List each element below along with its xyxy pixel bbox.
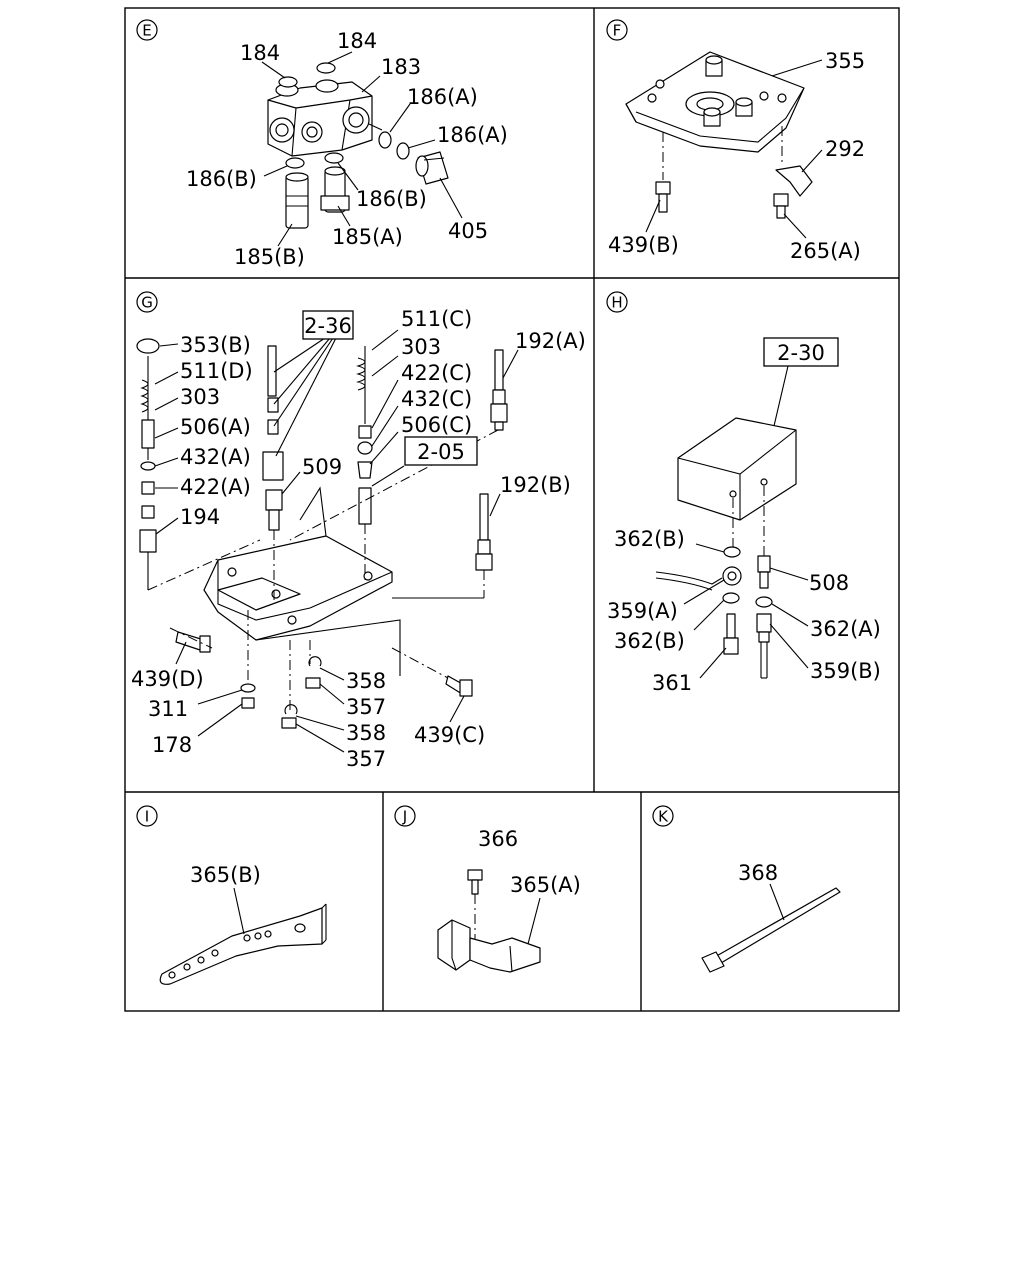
label-183: 183 bbox=[381, 55, 421, 79]
label-511d: 511(D) bbox=[180, 359, 253, 383]
label-362b-upper: 362(B) bbox=[614, 527, 685, 551]
section-e-labels: 184 184 183 186(A) 186(A) 186(B) 186(B) … bbox=[186, 29, 508, 269]
label-362a: 362(A) bbox=[810, 617, 881, 641]
section-h-drawing bbox=[655, 365, 809, 679]
section-j-drawing bbox=[437, 869, 541, 973]
label-184-right: 184 bbox=[337, 29, 377, 53]
label-365b: 365(B) bbox=[190, 863, 261, 887]
section-e-drawing bbox=[261, 51, 463, 247]
label-511c: 511(C) bbox=[401, 307, 472, 331]
label-365a: 365(A) bbox=[510, 873, 581, 897]
label-185b: 185(B) bbox=[234, 245, 305, 269]
label-439c: 439(C) bbox=[414, 723, 485, 747]
ref-2-05: 2-05 bbox=[417, 440, 465, 464]
section-mark-e: E bbox=[136, 19, 158, 41]
label-358-upper: 358 bbox=[346, 669, 386, 693]
section-f-drawing bbox=[625, 51, 823, 239]
label-292: 292 bbox=[825, 137, 865, 161]
label-303-right: 303 bbox=[401, 335, 441, 359]
ref-2-36: 2-36 bbox=[304, 314, 352, 338]
label-432c: 432(C) bbox=[401, 387, 472, 411]
label-405: 405 bbox=[448, 219, 488, 243]
label-422c: 422(C) bbox=[401, 361, 472, 385]
section-k-labels: 368 bbox=[738, 861, 778, 885]
svg-text:H: H bbox=[611, 294, 622, 312]
label-265a: 265(A) bbox=[790, 239, 861, 263]
svg-text:K: K bbox=[658, 808, 669, 826]
section-i-labels: 365(B) bbox=[190, 863, 261, 887]
ref-2-30: 2-30 bbox=[777, 341, 825, 365]
section-g-refs: 2-36 2-05 bbox=[302, 310, 478, 466]
label-186b-left: 186(B) bbox=[186, 167, 257, 191]
label-178: 178 bbox=[152, 733, 192, 757]
label-192a: 192(A) bbox=[515, 329, 586, 353]
label-439d: 439(D) bbox=[131, 667, 204, 691]
section-mark-h: H bbox=[606, 291, 628, 313]
label-368: 368 bbox=[738, 861, 778, 885]
label-359a: 359(A) bbox=[607, 599, 678, 623]
label-362b-lower: 362(B) bbox=[614, 629, 685, 653]
section-j-labels: 366 365(A) bbox=[478, 827, 581, 897]
section-h-refs: 2-30 bbox=[763, 337, 839, 367]
label-186a-lower: 186(A) bbox=[437, 123, 508, 147]
label-185a: 185(A) bbox=[332, 225, 403, 249]
section-mark-f: F bbox=[606, 19, 628, 41]
section-i-drawing bbox=[159, 887, 327, 985]
section-g-drawing bbox=[136, 329, 519, 753]
svg-text:I: I bbox=[145, 808, 149, 826]
section-mark-i: I bbox=[136, 805, 158, 827]
label-359b: 359(B) bbox=[810, 659, 881, 683]
label-357-lower: 357 bbox=[346, 747, 386, 771]
section-f-labels: 355 292 439(B) 265(A) bbox=[608, 49, 865, 263]
svg-text:E: E bbox=[142, 22, 151, 40]
section-mark-j: J bbox=[394, 805, 416, 827]
label-192b: 192(B) bbox=[500, 473, 571, 497]
label-506a: 506(A) bbox=[180, 415, 251, 439]
label-508: 508 bbox=[809, 571, 849, 595]
panel-frames bbox=[124, 7, 900, 1012]
label-361: 361 bbox=[652, 671, 692, 695]
label-311: 311 bbox=[148, 697, 188, 721]
section-mark-g: G bbox=[136, 291, 158, 313]
label-506c: 506(C) bbox=[401, 413, 472, 437]
label-353b: 353(B) bbox=[180, 333, 251, 357]
svg-text:G: G bbox=[141, 294, 153, 312]
label-358-lower: 358 bbox=[346, 721, 386, 745]
label-439b: 439(B) bbox=[608, 233, 679, 257]
label-303-left: 303 bbox=[180, 385, 220, 409]
svg-text:J: J bbox=[402, 808, 407, 826]
label-432a: 432(A) bbox=[180, 445, 251, 469]
label-355: 355 bbox=[825, 49, 865, 73]
section-k-drawing bbox=[701, 883, 841, 973]
label-194: 194 bbox=[180, 505, 220, 529]
label-357-upper: 357 bbox=[346, 695, 386, 719]
label-422a: 422(A) bbox=[180, 475, 251, 499]
label-184-left: 184 bbox=[240, 41, 280, 65]
section-mark-k: K bbox=[652, 805, 674, 827]
label-366: 366 bbox=[478, 827, 518, 851]
section-h-labels: 362(B) 508 359(A) 362(B) 362(A) 361 359(… bbox=[607, 527, 881, 695]
label-186b-right: 186(B) bbox=[356, 187, 427, 211]
section-g-labels: 353(B) 511(D) 303 506(A) 432(A) 422(A) 1… bbox=[131, 307, 586, 771]
svg-text:F: F bbox=[613, 22, 622, 40]
label-186a-upper: 186(A) bbox=[407, 85, 478, 109]
label-509: 509 bbox=[302, 455, 342, 479]
